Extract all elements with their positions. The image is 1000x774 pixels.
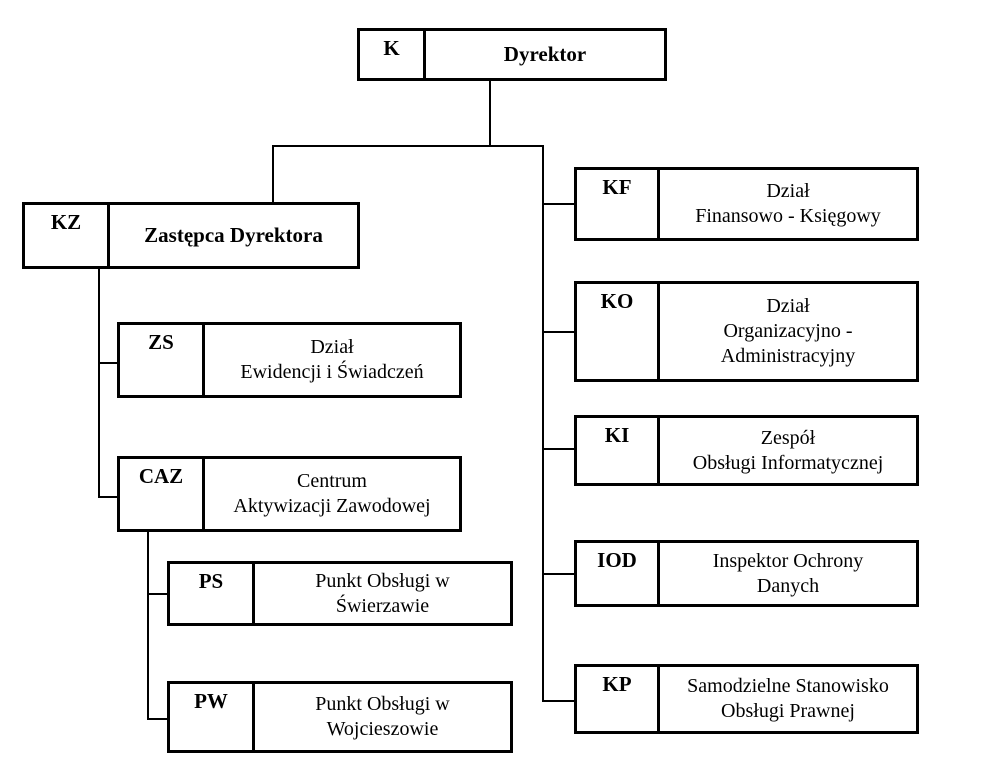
node-iod-title-line1: Inspektor Ochrony [712, 549, 864, 572]
connector-drop-to-deputy [272, 145, 274, 203]
connector-director-trunk [489, 80, 491, 146]
node-ps-title-line1: Punkt Obsługi w [315, 569, 450, 592]
node-director[interactable]: K Dyrektor [357, 28, 667, 81]
node-pw-title-line1: Punkt Obsługi w [315, 693, 450, 715]
node-director-code: K [360, 31, 426, 78]
node-ko-title-line3: Administracyjny [720, 345, 856, 367]
node-caz[interactable]: CAZ Centrum Aktywizacji Zawodowej [117, 456, 462, 532]
node-zs-title-line2: Ewidencji i Świadczeń [240, 361, 424, 383]
node-caz-code: CAZ [120, 459, 205, 529]
node-ko-code: KO [577, 284, 660, 379]
node-zs[interactable]: ZS Dział Ewidencji i Świadczeń [117, 322, 462, 398]
node-zs-title: Dział Ewidencji i Świadczeń [205, 325, 459, 395]
node-pw-code: PW [170, 684, 255, 750]
node-deputy-title: Zastępca Dyrektora [144, 223, 323, 248]
connector-stub-caz [98, 496, 118, 498]
node-ps-code: PS [170, 564, 255, 623]
node-ki-title-line2: Obsługi Informatycznej [692, 451, 884, 474]
connector-stub-zs [98, 362, 118, 364]
node-ps-title-line2: Świerzawie [335, 594, 430, 617]
node-deputy[interactable]: KZ Zastępca Dyrektora [22, 202, 360, 269]
node-pw-title: Punkt Obsługi w Wojcieszowie [255, 684, 510, 750]
node-kf[interactable]: KF Dział Finansowo - Księgowy [574, 167, 919, 241]
node-kp[interactable]: KP Samodzielne Stanowisko Obsługi Prawne… [574, 664, 919, 734]
node-kp-title-line2: Obsługi Prawnej [721, 700, 855, 722]
node-ko[interactable]: KO Dział Organizacyjno - Administracyjny [574, 281, 919, 382]
node-caz-title-line2: Aktywizacji Zawodowej [233, 495, 431, 517]
node-iod-code: IOD [577, 543, 660, 604]
node-ki-code: KI [577, 418, 660, 483]
node-ki-title-line1: Zespół [760, 426, 816, 449]
node-iod-title-line2: Danych [756, 574, 820, 597]
node-iod[interactable]: IOD Inspektor Ochrony Danych [574, 540, 919, 607]
node-ps-title: Punkt Obsługi w Świerzawie [255, 564, 510, 623]
node-kf-code: KF [577, 170, 660, 238]
node-ps[interactable]: PS Punkt Obsługi w Świerzawie [167, 561, 513, 626]
node-zs-code: ZS [120, 325, 205, 395]
connector-deputy-spine [98, 268, 100, 496]
connector-stub-ki [542, 448, 575, 450]
connector-stub-iod [542, 573, 575, 575]
node-pw[interactable]: PW Punkt Obsługi w Wojcieszowie [167, 681, 513, 753]
connector-stub-ko [542, 331, 575, 333]
node-ki-title: Zespół Obsługi Informatycznej [660, 418, 916, 483]
connector-caz-spine [147, 524, 149, 720]
connector-main-bus [272, 145, 544, 147]
node-kp-title-line1: Samodzielne Stanowisko [687, 675, 889, 697]
node-zs-title-line1: Dział [310, 336, 354, 358]
connector-stub-kf [542, 203, 575, 205]
node-kf-title-line1: Dział [766, 180, 810, 202]
node-kp-title: Samodzielne Stanowisko Obsługi Prawnej [660, 667, 916, 731]
node-caz-title-line1: Centrum [296, 470, 367, 492]
node-pw-title-line2: Wojcieszowie [326, 718, 439, 740]
node-ko-title-line2: Organizacyjno - [723, 320, 853, 342]
connector-stub-pw [147, 718, 168, 720]
connector-right-spine [542, 145, 544, 701]
node-iod-title: Inspektor Ochrony Danych [660, 543, 916, 604]
node-kp-code: KP [577, 667, 660, 731]
connector-stub-kp [542, 700, 575, 702]
node-ko-title: Dział Organizacyjno - Administracyjny [660, 284, 916, 379]
node-deputy-code: KZ [25, 205, 110, 266]
node-kf-title-line2: Finansowo - Księgowy [695, 205, 881, 227]
node-ko-title-line1: Dział [766, 295, 810, 317]
node-kf-title: Dział Finansowo - Księgowy [660, 170, 916, 238]
node-ki[interactable]: KI Zespół Obsługi Informatycznej [574, 415, 919, 486]
node-director-title: Dyrektor [503, 42, 587, 67]
node-caz-title: Centrum Aktywizacji Zawodowej [205, 459, 459, 529]
connector-stub-ps [147, 593, 168, 595]
